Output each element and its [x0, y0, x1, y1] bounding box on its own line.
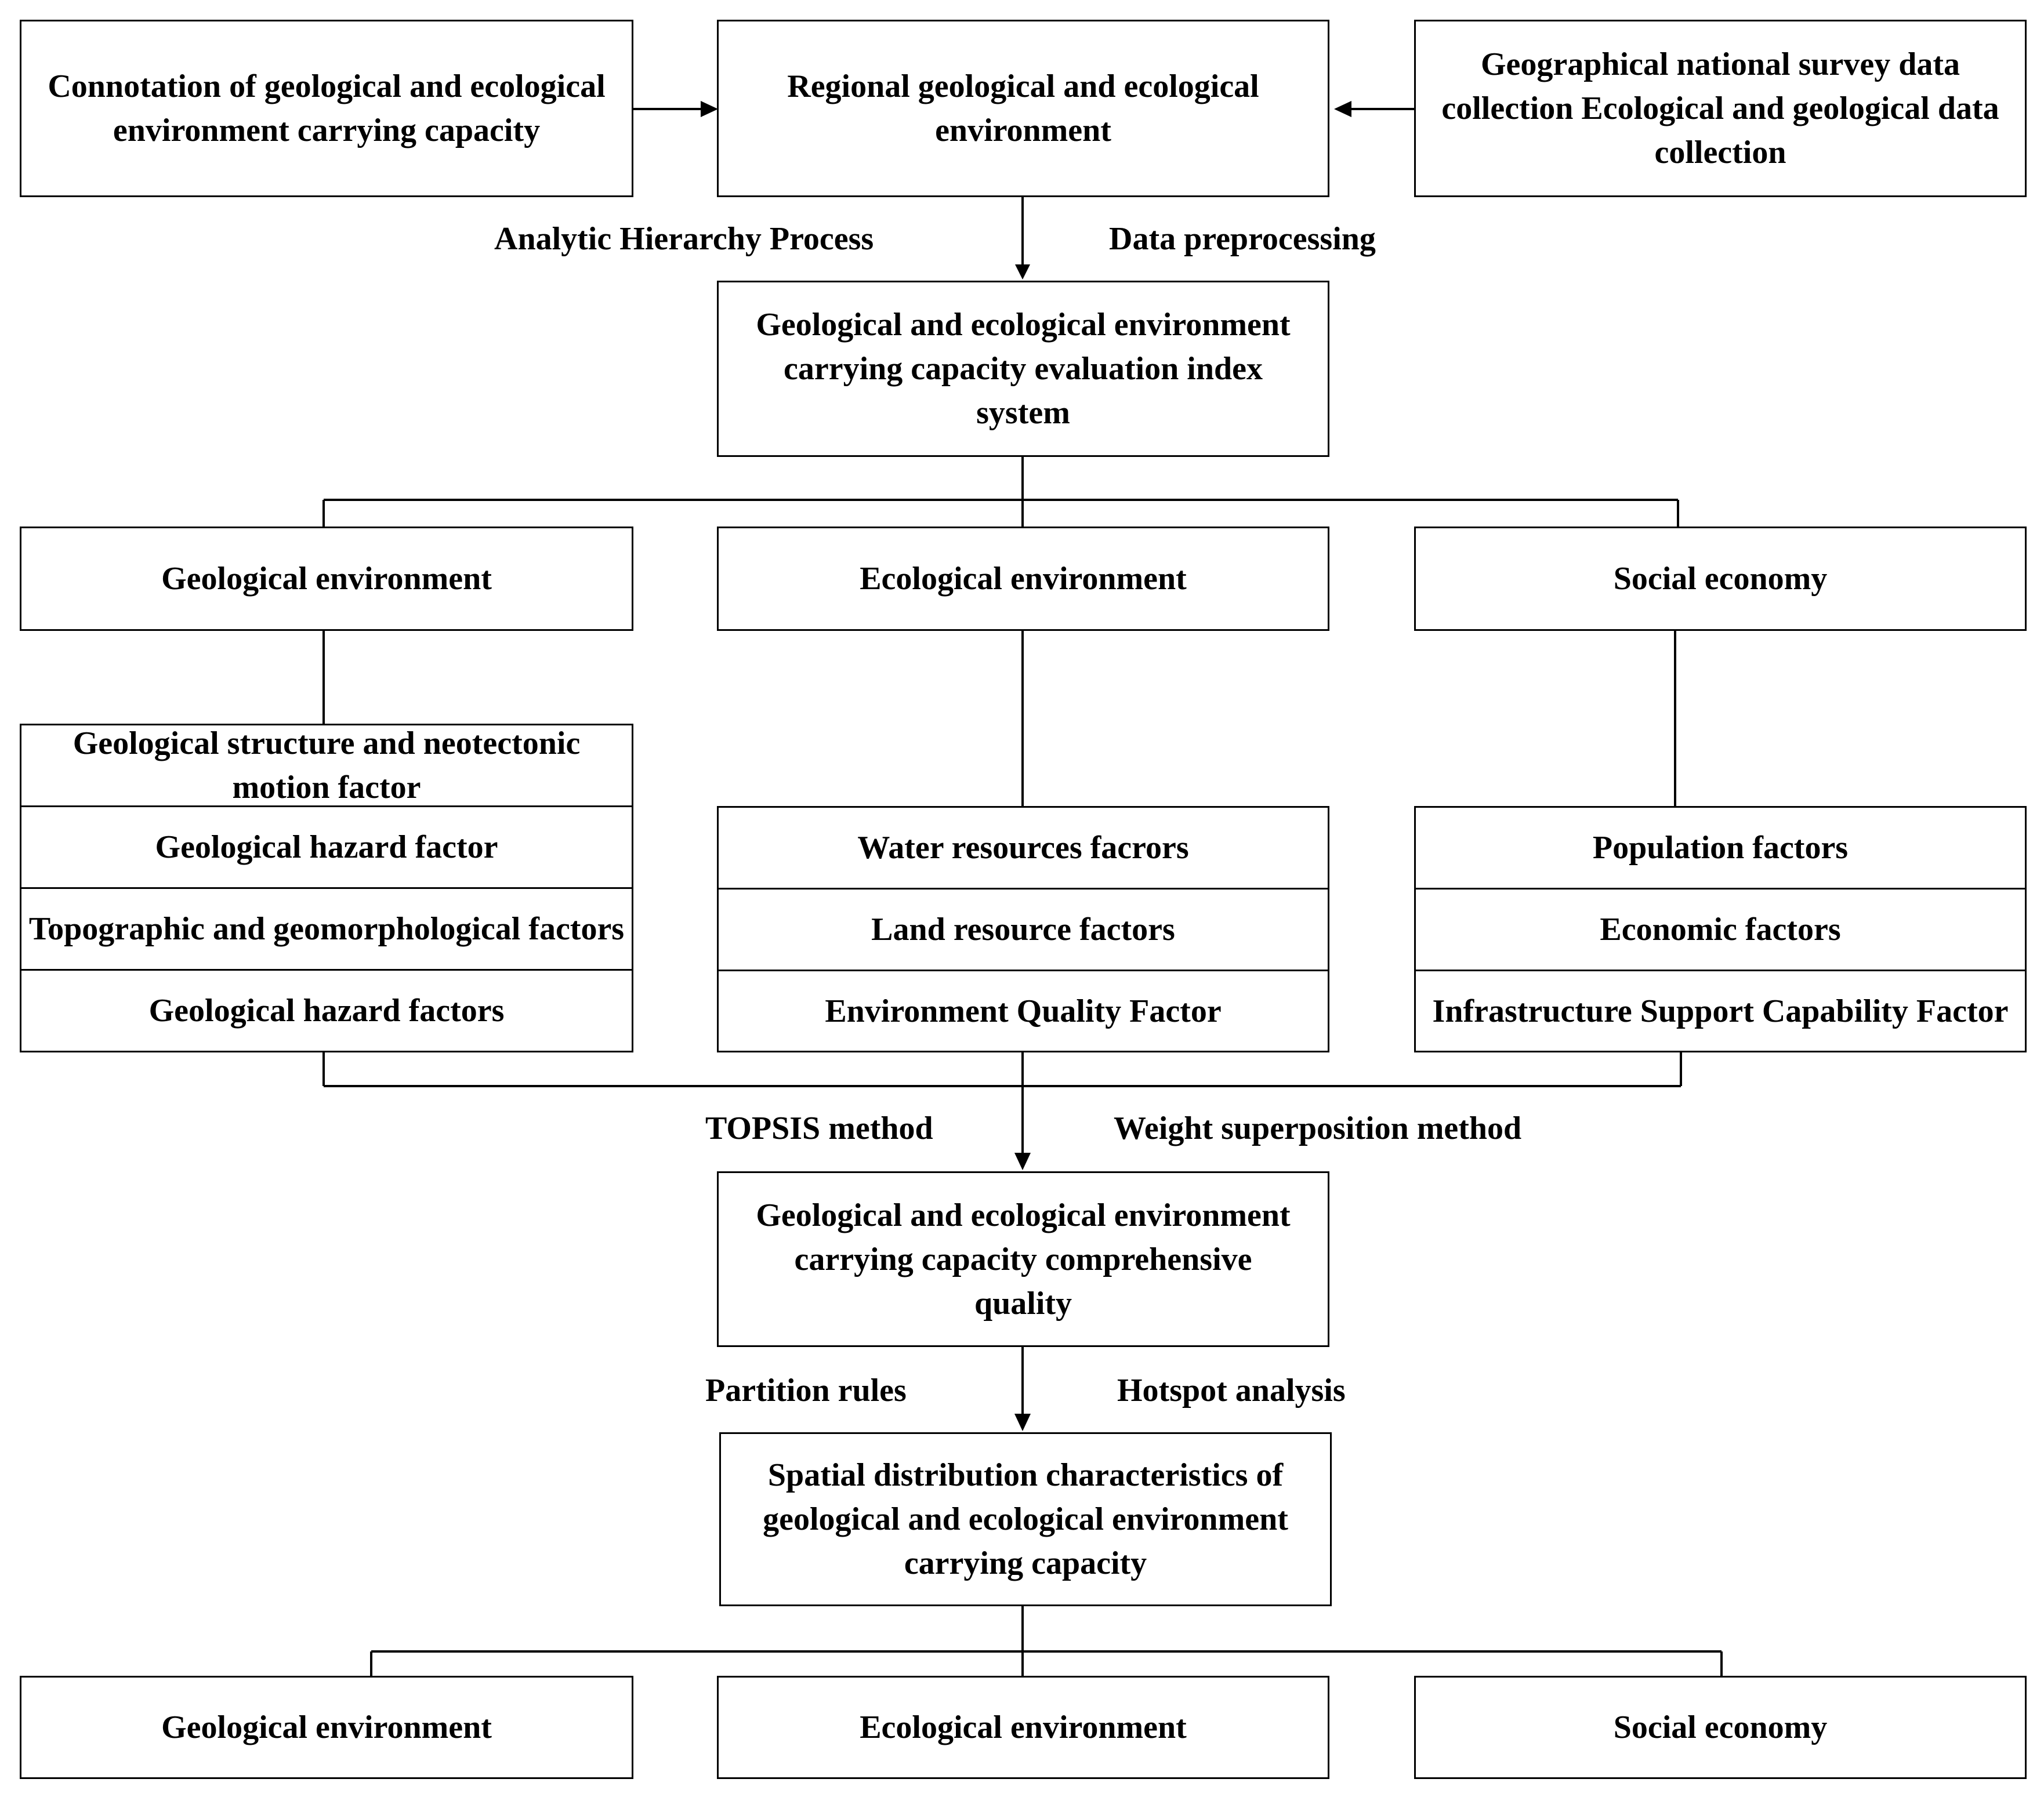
connotation-box: Connotation of geological and ecological… [20, 20, 633, 197]
outcome-ecological-box: Ecological environment [717, 1676, 1329, 1779]
geological-factor-item: Geological hazard factor [21, 807, 632, 889]
spatial-distribution-box: Spatial distribution characteristics of … [719, 1432, 1332, 1606]
arrowhead [1014, 1153, 1031, 1170]
category-social-text: Social economy [1613, 561, 1828, 597]
regional-text: Regional geological and ecological envir… [787, 68, 1259, 148]
method-partition-label: Partition rules [705, 1373, 907, 1408]
data-collection-box: Geographical national survey data collec… [1414, 20, 2027, 197]
arrowhead [1014, 1414, 1031, 1431]
geological-factor-item: Geological hazard factors [148, 993, 505, 1029]
arrowhead [1015, 264, 1030, 279]
outcome-social-box: Social economy [1414, 1676, 2027, 1779]
geological-factor-item: Geological structure and neotectonic mot… [21, 725, 632, 807]
ecological-factor-item: Environment Quality Factor [825, 993, 1222, 1029]
geological-factor-item: Topographic and geomorphological factors [21, 889, 632, 971]
outcome-geological-box: Geological environment [20, 1676, 633, 1779]
index-system-box: Geological and ecological environment ca… [717, 281, 1329, 457]
method-weight-superposition-label: Weight superposition method [1114, 1110, 1522, 1146]
social-factors-list: Population factors Economic factors Infr… [1414, 806, 2027, 1052]
method-ahp-label: Analytic Hierarchy Process [494, 221, 874, 257]
outcome-social-text: Social economy [1613, 1709, 1828, 1745]
regional-box: Regional geological and ecological envir… [717, 20, 1329, 197]
category-ecological-box: Ecological environment [717, 527, 1329, 631]
connotation-text: Connotation of geological and ecological… [48, 68, 606, 148]
arrowhead [701, 101, 718, 117]
data-collection-text: Geographical national survey data collec… [1441, 46, 1999, 170]
comprehensive-quality-text: Geological and ecological environment ca… [756, 1197, 1291, 1322]
category-geological-box: Geological environment [20, 527, 633, 631]
social-factor-item: Population factors [1416, 808, 2025, 890]
method-topsis-label: TOPSIS method [705, 1110, 933, 1146]
index-system-text: Geological and ecological environment ca… [756, 307, 1291, 431]
ecological-factor-item: Water resources facrors [719, 808, 1328, 890]
category-social-box: Social economy [1414, 527, 2027, 631]
spatial-distribution-text: Spatial distribution characteristics of … [763, 1457, 1288, 1581]
ecological-factor-item: Land resource factors [719, 890, 1328, 971]
category-geological-text: Geological environment [161, 561, 492, 597]
ecological-factors-list: Water resources facrors Land resource fa… [717, 806, 1329, 1052]
outcome-geological-text: Geological environment [161, 1709, 492, 1745]
outcome-ecological-text: Ecological environment [860, 1709, 1187, 1745]
geological-factors-list: Geological structure and neotectonic mot… [20, 724, 633, 1052]
comprehensive-quality-box: Geological and ecological environment ca… [717, 1171, 1329, 1347]
arrowhead [1334, 101, 1351, 117]
category-ecological-text: Ecological environment [860, 561, 1187, 597]
method-hotspot-label: Hotspot analysis [1117, 1373, 1346, 1408]
social-factor-item: Economic factors [1416, 890, 2025, 971]
social-factor-item: Infrastructure Support Capability Factor [1432, 993, 2009, 1029]
method-preprocessing-label: Data preprocessing [1109, 221, 1376, 257]
